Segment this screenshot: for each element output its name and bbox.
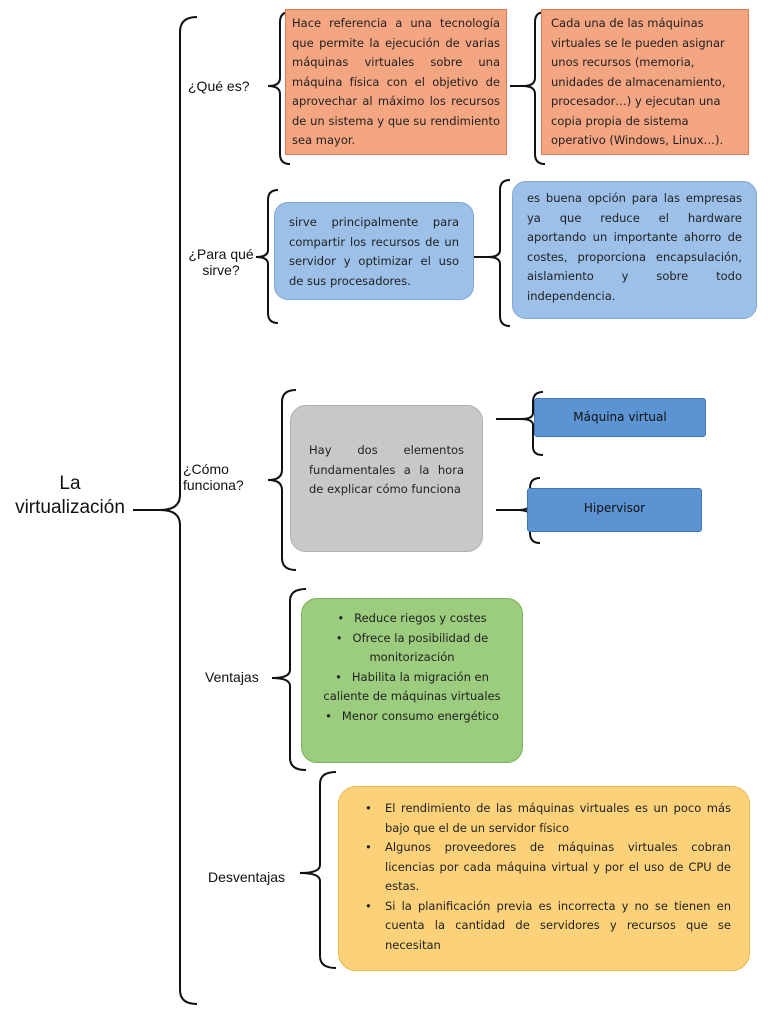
- maquina-virtual-label: Máquina virtual: [573, 410, 667, 424]
- como-funciona-box: Hay dos elementos fundamentales a la hor…: [290, 405, 483, 552]
- list-item: •Si la planificación previa es incorrect…: [365, 898, 731, 952]
- para-que-label: ¿Para qué sirve?: [188, 246, 254, 278]
- para-que-box-1: sirve principalmente para compartir los …: [274, 202, 474, 300]
- bullet-icon: •: [335, 669, 342, 684]
- como-funciona-brace: [267, 389, 297, 571]
- desventajas-list: •El rendimiento de las máquinas virtuale…: [357, 799, 731, 955]
- que-es-text-2: Cada una de las máquinas virtuales se le…: [551, 16, 726, 147]
- bullet-icon: •: [365, 898, 372, 913]
- que-es-box-2: Cada una de las máquinas virtuales se le…: [541, 9, 749, 155]
- element-hipervisor: Hipervisor: [527, 488, 702, 532]
- como-funciona-text: Hay dos elementos fundamentales a la hor…: [309, 443, 464, 496]
- branch-label-como-funciona: ¿Cómo funciona?: [183, 461, 257, 493]
- para-que-box-2: es buena opción para las empresas ya que…: [512, 181, 757, 319]
- list-item: •Ofrece la posibilidad de monitorización: [335, 630, 489, 665]
- branch-label-desventajas: Desventajas: [208, 869, 286, 885]
- list-item: •Algunos proveedores de máquinas virtual…: [365, 840, 731, 893]
- para-que-brace-2: [487, 179, 511, 327]
- bullet-icon: •: [325, 708, 332, 723]
- branch-label-ventajas: Ventajas: [205, 669, 259, 685]
- desventajas-box: •El rendimiento de las máquinas virtuale…: [338, 786, 750, 971]
- desventajas-brace: [299, 771, 337, 969]
- bullet-icon: •: [365, 840, 372, 854]
- list-item: •El rendimiento de las máquinas virtuale…: [365, 801, 731, 835]
- title-text: La virtualización: [15, 473, 125, 518]
- que-es-brace: [267, 11, 291, 165]
- ventajas-brace: [271, 588, 307, 771]
- ventajas-box: •Reduce riegos y costes •Ofrece la posib…: [301, 598, 523, 763]
- bullet-icon: •: [335, 630, 343, 645]
- para-que-text-1: sirve principalmente para compartir los …: [289, 215, 459, 288]
- main-brace: [159, 16, 198, 1005]
- branch-label-para-que: ¿Para qué sirve?: [184, 246, 258, 278]
- para-que-text-2: es buena opción para las empresas ya que…: [527, 191, 742, 303]
- branch-label-que-es: ¿Qué es?: [188, 78, 250, 94]
- para-que-brace: [255, 189, 279, 324]
- ventajas-list: •Reduce riegos y costes •Ofrece la posib…: [314, 609, 510, 726]
- list-item: •Menor consumo energético: [314, 707, 510, 727]
- list-item: •Habilita la migración en caliente de má…: [323, 669, 501, 704]
- bullet-icon: •: [337, 611, 345, 625]
- element-maquina-virtual: Máquina virtual: [534, 398, 706, 437]
- diagram-title: La virtualización: [8, 472, 132, 520]
- que-es-text-1: Hace referencia a una tecnología que per…: [292, 16, 500, 147]
- que-es-box-1: Hace referencia a una tecnología que per…: [285, 9, 507, 155]
- hipervisor-label: Hipervisor: [583, 501, 646, 515]
- list-item: •Reduce riegos y costes: [314, 609, 510, 629]
- como-funciona-label: ¿Cómo funciona?: [183, 461, 244, 493]
- bullet-icon: •: [365, 801, 372, 815]
